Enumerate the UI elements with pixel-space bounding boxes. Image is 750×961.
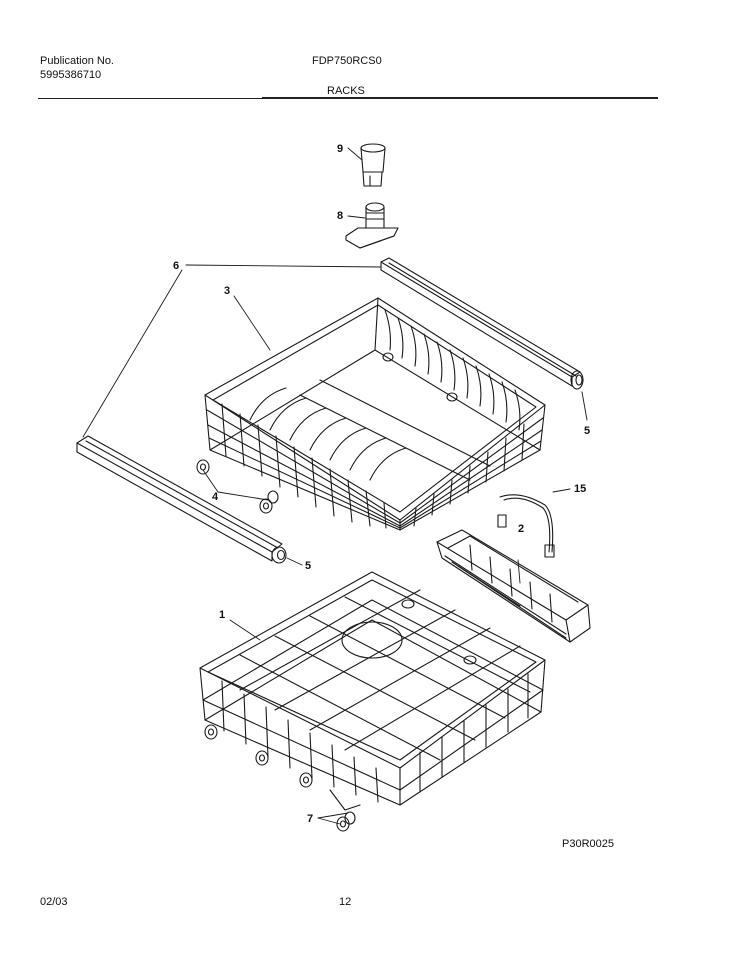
part-7-lower-wheels (204, 724, 361, 832)
publication-number: 5995386710 (40, 69, 102, 81)
header-rule (38, 98, 658, 99)
part-6-rail-lower (76, 435, 283, 562)
callout-5-lower: 5 (305, 560, 311, 572)
part-5-endcap-lower (271, 546, 287, 564)
part-4-rack-wheels (196, 459, 279, 514)
callout-3: 3 (224, 285, 230, 297)
footer-date: 02/03 (40, 896, 68, 908)
callout-2: 2 (518, 523, 524, 535)
callout-4: 4 (212, 491, 219, 503)
callout-15: 15 (574, 483, 586, 495)
part-8-bearing (345, 202, 399, 249)
callout-5-upper: 5 (584, 425, 590, 437)
callout-8: 8 (337, 210, 343, 222)
callout-leaders (82, 147, 588, 825)
callout-1: 1 (219, 609, 225, 621)
page-number: 12 (339, 896, 352, 908)
part-9-cup (360, 143, 386, 187)
model-number: FDP750RCS0 (312, 55, 382, 67)
callout-9: 9 (337, 143, 343, 155)
part-6-rail-upper (380, 257, 581, 387)
callout-7: 7 (307, 813, 313, 825)
figure-id: P30R0025 (562, 838, 614, 850)
header-rule-secondary (262, 97, 658, 98)
part-15-basket-handle (497, 494, 555, 558)
section-title: RACKS (327, 85, 365, 97)
part-5-endcap-upper (570, 370, 584, 390)
part-3-upper-rack (204, 297, 546, 531)
publication-label: Publication No. (40, 55, 114, 67)
part-1-lower-rack (199, 571, 546, 806)
callout-6: 6 (173, 260, 179, 272)
part-2-silverware-basket (436, 529, 591, 643)
